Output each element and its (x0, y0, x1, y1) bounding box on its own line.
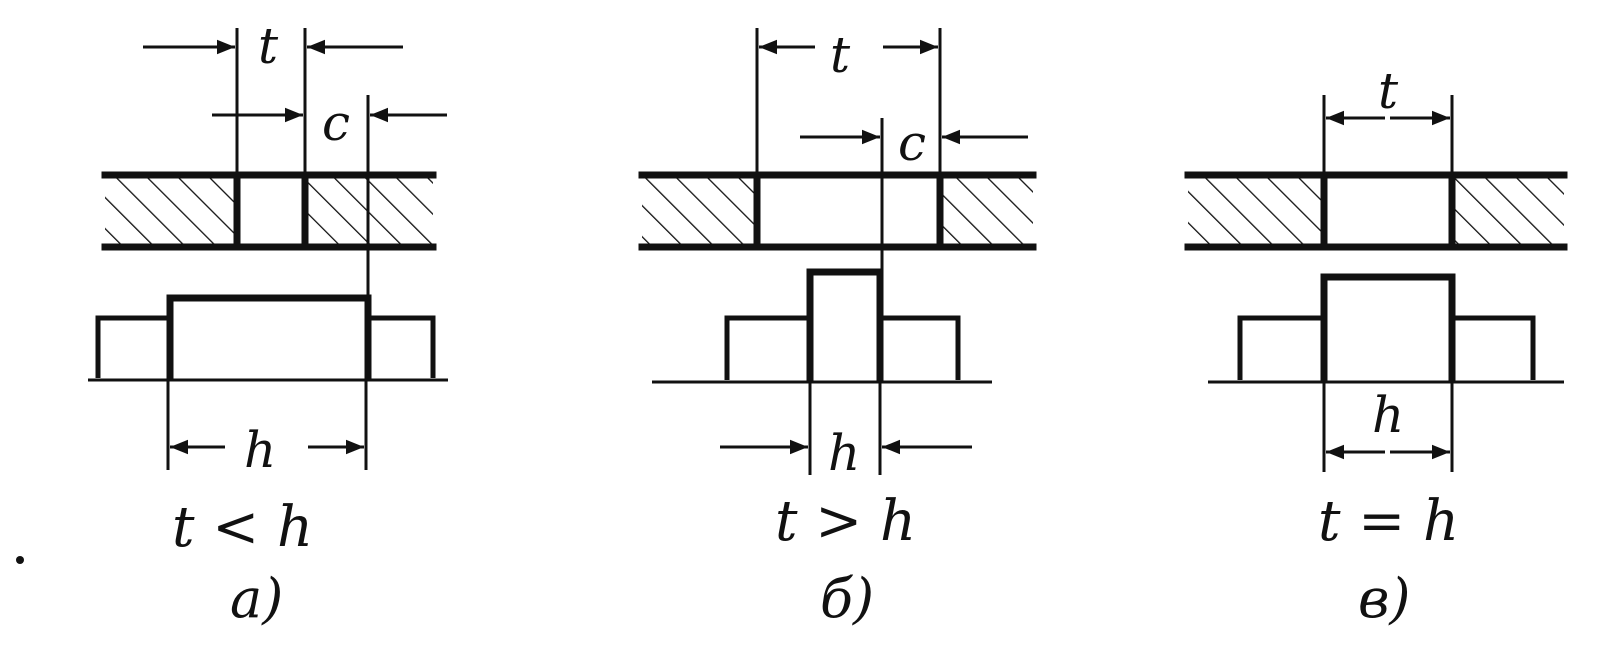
punch-profile-v (1208, 273, 1564, 384)
condition-label: t < h (172, 495, 313, 560)
dim-label-t: t (1378, 62, 1399, 120)
condition-label: t > h (775, 489, 916, 554)
panel-caption: a) (230, 567, 283, 630)
dim-label-t: t (830, 26, 851, 84)
dim-label-h: h (244, 421, 276, 479)
extension-lines-v (1322, 95, 1454, 472)
panel-caption: в) (1358, 567, 1411, 630)
punch-profile-b (652, 268, 992, 384)
condition-label: t = h (1318, 489, 1459, 554)
panel-a: t c h t < h a) (88, 17, 448, 630)
dim-label-t: t (258, 17, 279, 75)
extension-lines-b (755, 28, 942, 475)
dim-arrows-v (1326, 110, 1450, 460)
dim-label-c: c (898, 114, 926, 172)
dim-label-c: c (322, 94, 350, 152)
panel-caption: б) (820, 567, 874, 630)
dim-label-h: h (1372, 386, 1404, 444)
dim-arrows-a (143, 39, 447, 455)
plate-b (638, 171, 1037, 251)
panel-v: t h t = h в) (1184, 62, 1568, 630)
plate-v (1184, 171, 1568, 251)
dim-arrows-b (720, 39, 1028, 455)
punch-profile-a (88, 294, 448, 382)
panel-b: t c h t > h б) (638, 26, 1037, 630)
extension-lines-a (166, 28, 370, 470)
dim-label-h: h (828, 424, 860, 482)
plate-a (101, 171, 437, 251)
print-dot (16, 556, 24, 564)
